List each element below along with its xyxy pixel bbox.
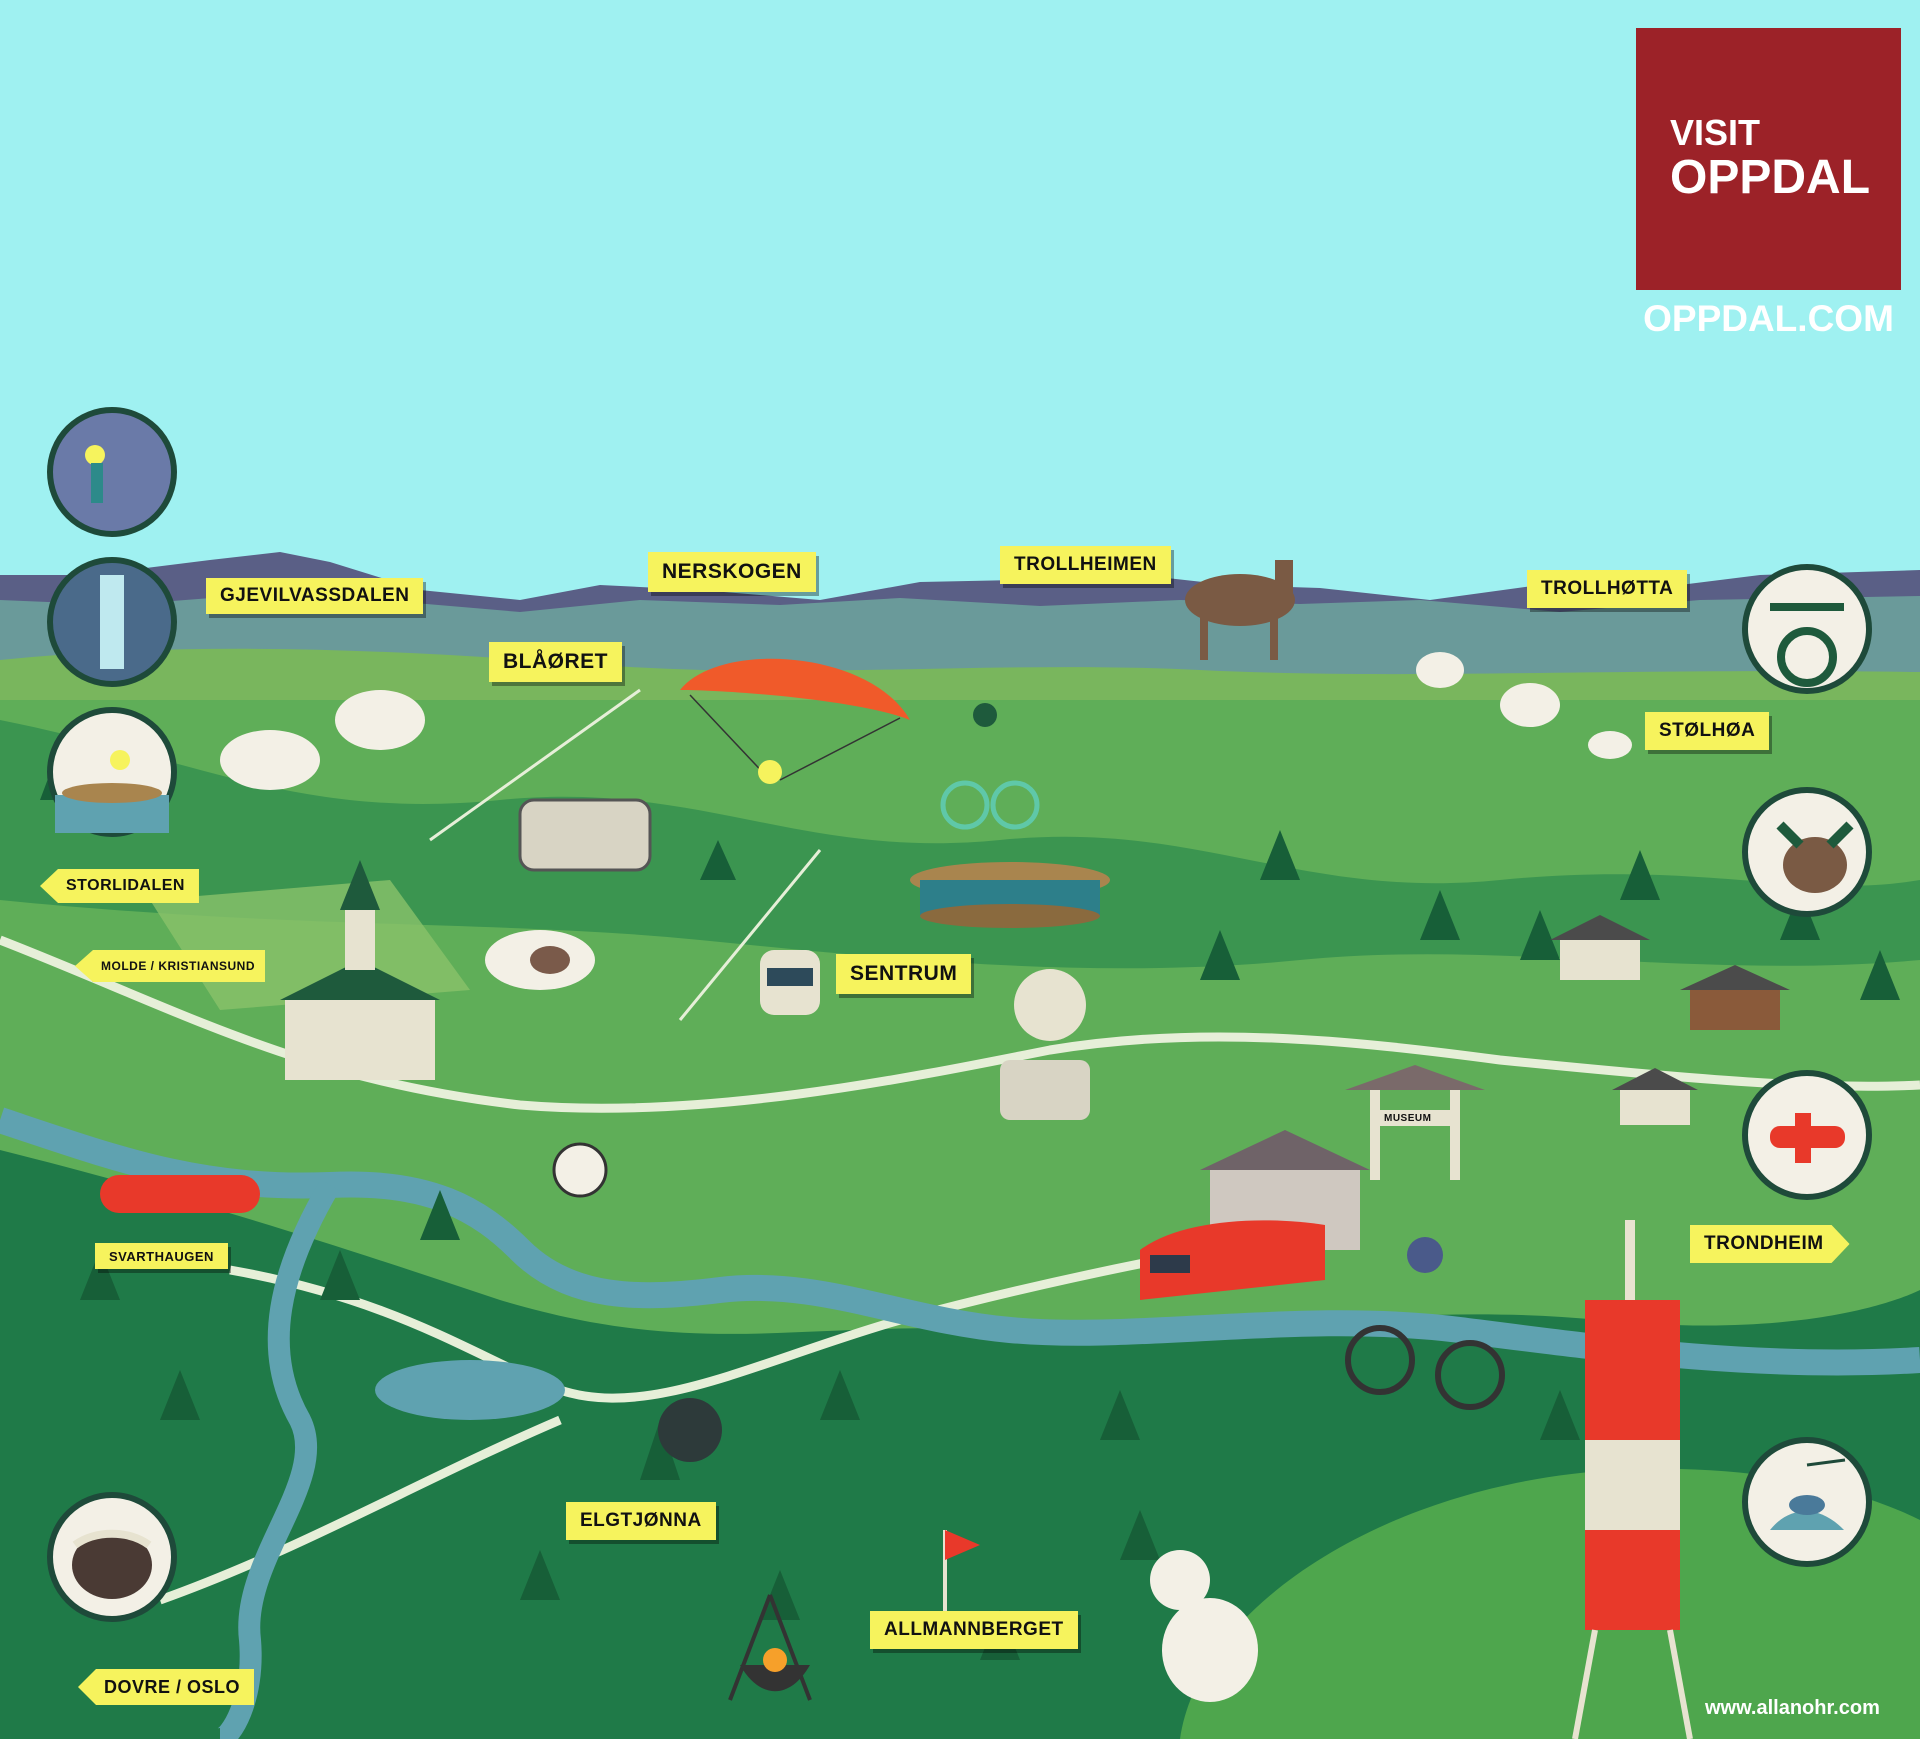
raft xyxy=(100,1175,260,1213)
fishing-icon xyxy=(1742,1437,1872,1567)
brand-url-link[interactable]: OPPDAL.COM xyxy=(1643,298,1894,339)
brand-name-text: OPPDAL xyxy=(1670,151,1871,205)
kayak-icon xyxy=(47,707,177,837)
label-svarthaugen[interactable]: SVARTHAUGEN xyxy=(95,1243,228,1269)
brand-visit-text: VISIT xyxy=(1670,111,1761,153)
airplane-icon xyxy=(1742,1070,1872,1200)
label-allmannberget[interactable]: ALLMANNBERGET xyxy=(870,1611,1078,1649)
church xyxy=(280,860,440,1080)
white-dog xyxy=(1150,1550,1258,1702)
restaurant-building xyxy=(910,862,1110,928)
chairlift xyxy=(429,688,652,872)
label-storlidalen[interactable]: STORLIDALEN xyxy=(40,869,199,903)
bowling-ball xyxy=(658,1398,722,1462)
label-elgtjonna[interactable]: ELGTJØNNA xyxy=(566,1502,716,1540)
sheep xyxy=(220,690,425,790)
road-west xyxy=(158,1415,562,1605)
cows xyxy=(485,930,595,990)
label-dovre-oslo[interactable]: DOVRE / OSLO xyxy=(78,1669,255,1705)
label-trollheimen[interactable]: TROLLHEIMEN xyxy=(1000,546,1171,584)
museum-sign: MUSEUM xyxy=(1378,1110,1438,1126)
swimming-pond xyxy=(375,1360,565,1420)
gondola-cabin xyxy=(678,849,822,1021)
muskox-icon xyxy=(47,1492,177,1622)
observation-tower xyxy=(1572,1220,1693,1739)
train xyxy=(1140,1220,1325,1300)
pine-trees xyxy=(40,760,1900,1660)
soccer-ball xyxy=(552,1142,608,1198)
badge-fishing[interactable] xyxy=(1740,1435,1874,1569)
mountain-biker xyxy=(1345,1237,1505,1410)
bicycle-icon xyxy=(1742,564,1872,694)
waterfall-climb-icon xyxy=(47,557,177,687)
brand-logo[interactable]: VISIT OPPDAL xyxy=(1636,28,1901,290)
moose-icon xyxy=(1742,787,1872,917)
badge-kayak[interactable] xyxy=(45,705,179,839)
road-south xyxy=(229,1225,1331,1403)
paraglider xyxy=(680,658,910,784)
label-sentrum[interactable]: SENTRUM xyxy=(836,954,972,994)
golf-flag xyxy=(943,1530,980,1620)
label-blaoret[interactable]: BLÅØRET xyxy=(489,642,622,682)
label-nerskogen[interactable]: NERSKOGEN xyxy=(648,552,816,592)
troll-statue xyxy=(1000,969,1090,1120)
label-gjevilvassdalen[interactable]: GJEVILVASSDALEN xyxy=(206,578,424,614)
foreground-hill xyxy=(1180,1468,1920,1739)
label-trondheim[interactable]: TRONDHEIM xyxy=(1690,1225,1850,1263)
artist-credit-link[interactable]: www.allanohr.com xyxy=(1705,1697,1880,1719)
label-stolhoa[interactable]: STØLHØA xyxy=(1645,712,1770,750)
badge-waterfall[interactable] xyxy=(45,555,179,689)
badge-muskox[interactable] xyxy=(45,1490,179,1624)
cyclist-green-bike xyxy=(940,703,1040,830)
badge-bicycle[interactable] xyxy=(1740,562,1874,696)
badge-airplane[interactable] xyxy=(1740,1068,1874,1202)
badge-climbing[interactable] xyxy=(45,405,179,539)
campfire xyxy=(728,1594,812,1701)
ptarmigans xyxy=(1416,652,1632,759)
label-molde-kristiansund[interactable]: MOLDE / KRISTIANSUND xyxy=(75,950,265,982)
reindeer xyxy=(1185,560,1295,660)
label-trollhotta[interactable]: TROLLHØTTA xyxy=(1527,570,1688,608)
climbing-icon xyxy=(47,407,177,537)
badge-moose[interactable] xyxy=(1740,785,1874,919)
